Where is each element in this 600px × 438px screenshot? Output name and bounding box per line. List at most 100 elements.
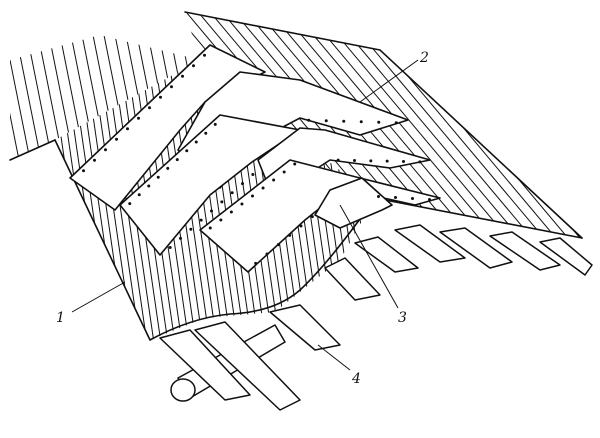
nail — [307, 118, 311, 122]
rafter-6 — [394, 224, 466, 263]
roofing-sheets — [69, 44, 441, 273]
nail — [204, 131, 208, 135]
nail — [159, 95, 162, 99]
hatch-line — [596, 0, 600, 250]
callout-4: 4 — [351, 371, 361, 387]
hatch-line — [584, 0, 600, 250]
nail — [192, 64, 195, 68]
nail — [181, 74, 184, 78]
nail — [411, 197, 414, 200]
callout-2: 2 — [419, 50, 429, 66]
nail — [272, 178, 276, 182]
hatch-line — [391, 12, 582, 238]
hatch-line — [475, 12, 582, 238]
hatch-line — [367, 12, 579, 238]
nail — [175, 158, 179, 162]
hatch-line — [499, 12, 582, 238]
nail — [220, 200, 224, 204]
nail — [128, 202, 132, 206]
hatch-line — [439, 12, 582, 238]
nail — [394, 121, 398, 125]
nail — [282, 170, 286, 174]
nail — [251, 173, 255, 177]
nail — [293, 162, 297, 166]
sheet-bottom-right — [314, 177, 393, 229]
nail — [428, 198, 431, 201]
hatch-line — [55, 60, 86, 340]
nail — [104, 148, 107, 152]
hatch-line — [10, 35, 24, 160]
hatch-line — [559, 12, 582, 238]
hatch-line — [487, 12, 582, 238]
nail — [156, 175, 160, 179]
nail — [265, 252, 269, 256]
nail — [210, 209, 213, 213]
hatch-line — [547, 12, 582, 238]
nail — [418, 160, 422, 164]
leader-2 — [359, 59, 419, 103]
nail — [137, 193, 141, 197]
hatch-line — [295, 12, 507, 238]
callout-leaders — [71, 59, 419, 371]
nail — [199, 218, 203, 222]
front-face-outline — [54, 139, 376, 341]
roof-eave-line — [374, 197, 583, 239]
nail — [194, 140, 198, 144]
hatch-line — [523, 12, 582, 238]
leader-3 — [339, 204, 399, 309]
nail — [261, 186, 265, 190]
nail — [170, 85, 173, 89]
nail — [189, 227, 193, 231]
nail — [219, 218, 223, 222]
nail — [208, 226, 212, 230]
nail — [213, 122, 217, 126]
nail — [288, 233, 292, 237]
sheet-mid-left — [119, 114, 301, 256]
nail — [93, 158, 96, 162]
rafter-9 — [539, 237, 593, 276]
nail — [310, 215, 314, 219]
rafter-8 — [489, 231, 561, 271]
nail — [369, 159, 373, 163]
hatch-line — [463, 12, 582, 238]
rafter-7 — [439, 227, 513, 269]
nail — [148, 106, 151, 110]
ridge-line — [184, 11, 583, 239]
nail — [185, 149, 189, 153]
hatch-line — [415, 12, 582, 238]
left-edge-line — [9, 139, 56, 161]
nail — [115, 137, 118, 141]
nail — [385, 159, 389, 163]
hatch-line — [571, 12, 582, 238]
rafter-3 — [269, 304, 341, 351]
rafter-2 — [194, 321, 301, 411]
nail — [203, 53, 206, 57]
rafter-5 — [354, 236, 419, 273]
sheet-bottom — [199, 159, 441, 273]
hatch-line — [535, 12, 582, 238]
nail — [251, 194, 254, 198]
rafters — [159, 224, 593, 411]
rafter-4 — [324, 257, 381, 301]
hatch-line — [403, 12, 582, 238]
leader-1 — [71, 281, 126, 313]
nail — [336, 158, 340, 162]
nail — [179, 236, 182, 240]
hatch-line — [0, 30, 1, 180]
nail — [82, 169, 85, 173]
hatch-line — [10, 35, 13, 160]
nail — [240, 202, 244, 206]
nail — [166, 166, 170, 170]
nail — [276, 243, 280, 247]
nail — [394, 196, 397, 199]
leader-4 — [317, 344, 351, 371]
nail — [353, 159, 356, 162]
hatch-line — [511, 12, 582, 238]
nail — [241, 182, 244, 186]
rafter-1 — [159, 329, 251, 401]
nail — [254, 261, 258, 265]
nail — [147, 184, 151, 188]
nails — [82, 53, 431, 265]
nail — [377, 120, 381, 124]
